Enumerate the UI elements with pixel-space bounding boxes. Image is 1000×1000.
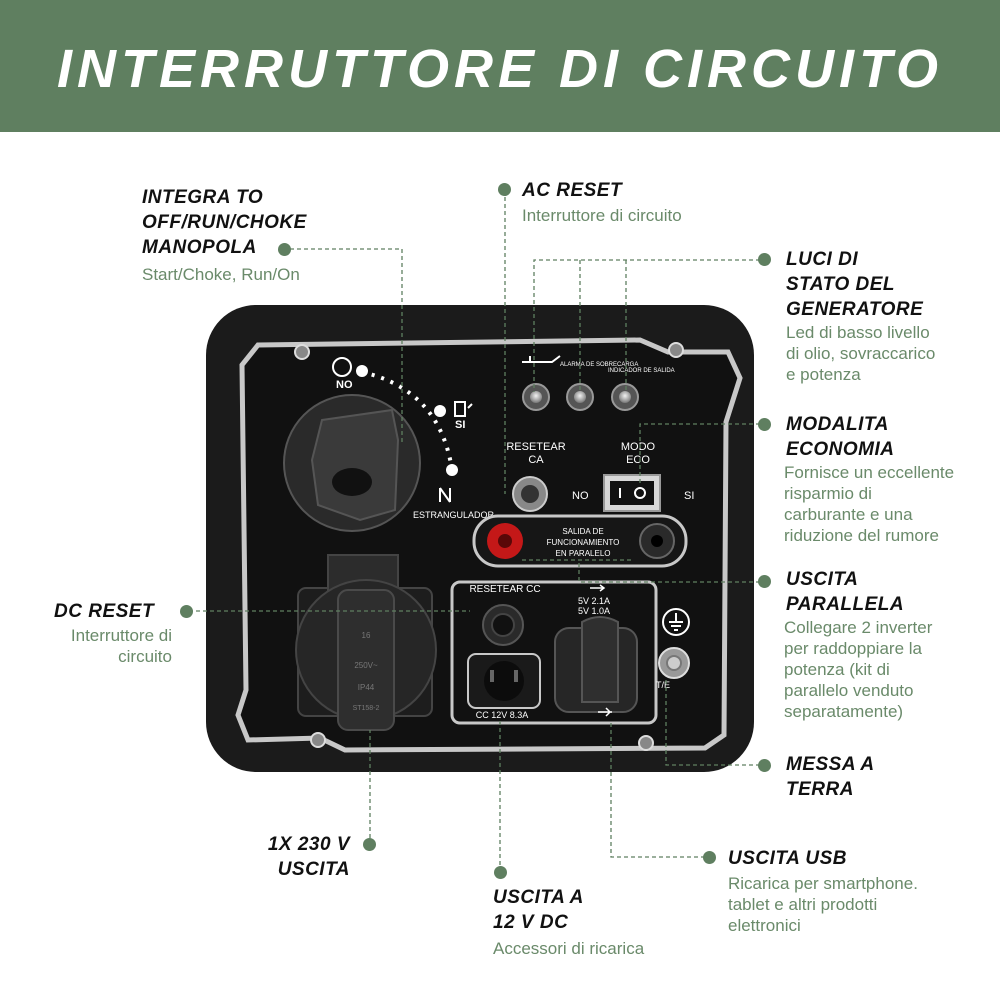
fuel-off-icon xyxy=(332,357,352,377)
usb-spec-1: 5V 2.1A xyxy=(578,596,610,606)
knob-si-label: SI xyxy=(455,419,465,431)
fuel-pump-icon xyxy=(454,401,473,417)
usb-callout-title: USCITA USB xyxy=(728,848,847,869)
socket-text-4: ST158-2 xyxy=(353,705,380,712)
callout-dot-ac-reset xyxy=(498,183,511,196)
usb-symbol-icon xyxy=(590,584,606,592)
parallel-label-1: SALIDA DE xyxy=(562,527,603,536)
ground-terminal[interactable] xyxy=(658,647,690,679)
ac-reset-label-1: RESETEAR xyxy=(506,441,565,453)
parallel-red-terminal[interactable] xyxy=(487,523,523,559)
dc-reset-button[interactable] xyxy=(482,604,524,646)
ac-reset-callout-desc: Interruttore di circuito xyxy=(522,206,682,225)
led-label-overload: ALARMA DE SOBRECARGA xyxy=(560,362,638,368)
callout-dot-parallel xyxy=(758,575,771,588)
parallel-callout-title: USCITA PARALLELA xyxy=(786,569,905,615)
led-label-output: INDICADOR DE SALIDA xyxy=(608,368,675,374)
dc-spec-label: CC 12V 8.3A xyxy=(476,710,529,720)
callout-dot-dc-reset xyxy=(180,605,193,618)
choke-icon xyxy=(439,487,451,503)
callout-dot-230v xyxy=(363,838,376,851)
knob-no-label: NO xyxy=(336,379,353,391)
page-title: INTERRUTTORE DI CIRCUITO xyxy=(56,39,944,99)
socket-text-1: 16 xyxy=(362,631,371,640)
control-knob[interactable] xyxy=(283,394,421,532)
eco-si-label: SI xyxy=(684,490,694,502)
ground-symbol-icon xyxy=(662,608,690,636)
eco-no-label: NO xyxy=(572,490,589,502)
dc12-callout-desc: Accessori di ricarica xyxy=(493,939,645,958)
socket-text-3: IP44 xyxy=(358,683,375,692)
knob-callout-title: INTEGRA TO OFF/RUN/CHOKE MANOPOLA xyxy=(142,187,307,258)
eco-label-1: MODO xyxy=(621,441,656,453)
usb-spec-2: 5V 1.0A xyxy=(578,606,610,616)
knob-choke-label: ESTRANGULADOR xyxy=(413,510,495,520)
callout-dot-eco xyxy=(758,418,771,431)
callout-dot-ground xyxy=(758,759,771,772)
eco-switch[interactable] xyxy=(603,474,661,512)
parallel-callout-desc: Collegare 2 inverter per raddoppiare la … xyxy=(784,618,933,721)
dc-reset-callout-title: DC RESET xyxy=(54,601,155,622)
ac-reset-button[interactable] xyxy=(512,476,548,512)
lights-callout-title: LUCI DI STATO DEL GENERATORE xyxy=(786,249,924,320)
title-banner: INTERRUTTORE DI CIRCUITO xyxy=(0,0,1000,132)
parallel-label-2: FUNCIONAMIENTO xyxy=(547,538,620,547)
socket-230v[interactable] xyxy=(295,554,437,731)
dc12-callout-title: USCITA A 12 V DC xyxy=(493,887,584,933)
usb-ports[interactable] xyxy=(554,616,638,717)
dc-reset-label: RESETEAR CC xyxy=(469,584,540,595)
dc-usb-frame xyxy=(450,580,658,725)
callout-dot-usb xyxy=(703,851,716,864)
knob-dial xyxy=(332,357,473,503)
usb-callout-desc: Ricarica per smartphone. tablet e altri … xyxy=(728,874,918,935)
ground-label: T/E xyxy=(656,680,670,690)
status-leds xyxy=(522,383,639,411)
out230-callout-title: 1X 230 V USCITA xyxy=(267,834,350,880)
ac-reset-callout-title: AC RESET xyxy=(522,180,623,201)
dc-12v-socket[interactable] xyxy=(467,653,541,709)
parallel-frame xyxy=(472,514,688,568)
ground-callout-title: MESSA A TERRA xyxy=(786,754,875,800)
ac-reset-label-2: CA xyxy=(528,454,544,466)
parallel-black-terminal[interactable] xyxy=(639,523,675,559)
eco-label-2: ECO xyxy=(626,454,650,466)
callout-dot-knob xyxy=(278,243,291,256)
parallel-label-3: EN PARALELO xyxy=(556,549,611,558)
eco-callout-desc: Fornisce un eccellente risparmio di carb… xyxy=(784,463,955,545)
lights-callout-desc: Led di basso livello di olio, sovraccari… xyxy=(786,323,936,384)
eco-callout-title: MODALITA ECONOMIA xyxy=(786,414,895,460)
oil-can-icon xyxy=(522,355,561,363)
knob-callout-desc: Start/Choke, Run/On xyxy=(142,265,300,284)
callout-dot-lights xyxy=(758,253,771,266)
callout-lines xyxy=(182,190,760,872)
dc-reset-callout-desc: Interruttore di circuito xyxy=(70,626,172,666)
callout-dot-dc12 xyxy=(494,866,507,879)
socket-text-2: 250V~ xyxy=(354,661,378,670)
